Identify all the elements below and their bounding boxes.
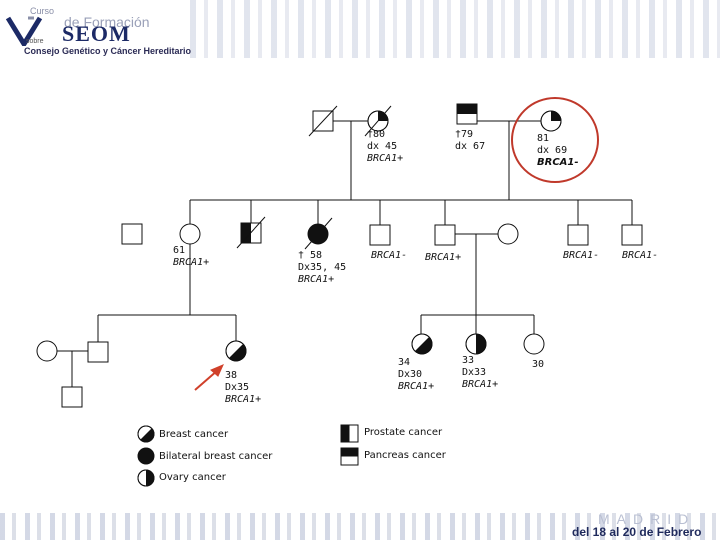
uncle-p1-symbol (567, 224, 589, 246)
legend-ovary-label: Ovary cancer (159, 472, 226, 483)
child-square-symbol (61, 386, 83, 408)
label-gm-paternal: 81 dx 69 BRCA1- (537, 133, 579, 168)
legend-pancreas-label: Pancreas cancer (364, 450, 446, 461)
label-sister-30: 30 (532, 359, 545, 370)
v-logo-icon (5, 16, 43, 46)
label-uncle-p2: BRCA1- (622, 250, 659, 261)
gf-maternal-symbol (308, 105, 338, 137)
uncle-square-1 (121, 223, 143, 245)
legend-breast-label: Breast cancer (159, 429, 229, 440)
gm-paternal-symbol (540, 110, 562, 132)
footer-banner: MADRID del 18 al 20 de Febrero (0, 511, 720, 540)
gm-maternal-symbol (364, 105, 392, 137)
label-gf-paternal: †79 dx 67 (455, 129, 486, 152)
sister-34-symbol (411, 333, 433, 355)
logo-text-formacion: de Formación (64, 14, 150, 30)
label-aunt-61: 61 BRCA1+ (173, 245, 210, 268)
cousin-male-symbol (87, 341, 109, 363)
father-symbol (434, 224, 456, 246)
legend-bilateral-symbol (137, 447, 155, 465)
legend-bilateral-label: Bilateral breast cancer (159, 451, 273, 462)
course-logo: Curso de Formación SEOM sobre Consejo Ge… (4, 4, 204, 56)
label-father: BRCA1+ (425, 252, 462, 263)
logo-text-subtitle: Consejo Genético y Cáncer Hereditario (24, 46, 192, 56)
footer-city: MADRID (598, 511, 696, 527)
sister-33-symbol (465, 333, 487, 355)
label-aunt-58: † 58 Dx35, 45 BRCA1+ (298, 250, 347, 285)
label-proband: 38 Dx35 BRCA1+ (225, 370, 262, 405)
label-sister-34: 34 Dx30 BRCA1+ (398, 357, 435, 392)
legend-prostate-label: Prostate cancer (364, 427, 443, 438)
header-pattern (190, 0, 720, 58)
gf-paternal-symbol (456, 103, 478, 125)
aunt-61-symbol (179, 223, 201, 245)
legend-prostate-symbol (340, 424, 359, 443)
highlight-circle (511, 97, 599, 183)
uncle-prostate-symbol (236, 216, 266, 249)
mother-symbol (497, 223, 519, 245)
proband-arrow-icon (194, 364, 224, 391)
logo-text-seom: SEOM (62, 21, 131, 46)
legend-ovary-symbol (137, 469, 155, 487)
logo-text-curso: Curso (30, 6, 55, 16)
legend-pancreas-symbol (340, 447, 359, 466)
logo-text-sobre: sobre (26, 38, 44, 45)
footer-dates: del 18 al 20 de Febrero (572, 525, 702, 539)
cousin-wife-symbol (36, 340, 58, 362)
label-sister-33: 33 Dx33 BRCA1+ (462, 355, 499, 390)
uncle-p2-symbol (621, 224, 643, 246)
proband-symbol (225, 340, 247, 362)
label-uncle-neg: BRCA1- (371, 250, 408, 261)
sister-30-symbol (523, 333, 545, 355)
legend-breast-symbol (137, 425, 155, 443)
label-uncle-p1: BRCA1- (563, 250, 600, 261)
label-gm-maternal: †80 dx 45 BRCA1+ (367, 129, 404, 164)
header-banner: Curso de Formación SEOM sobre Consejo Ge… (0, 0, 720, 58)
uncle-neg-symbol (369, 224, 391, 246)
aunt-58-symbol (304, 217, 333, 250)
